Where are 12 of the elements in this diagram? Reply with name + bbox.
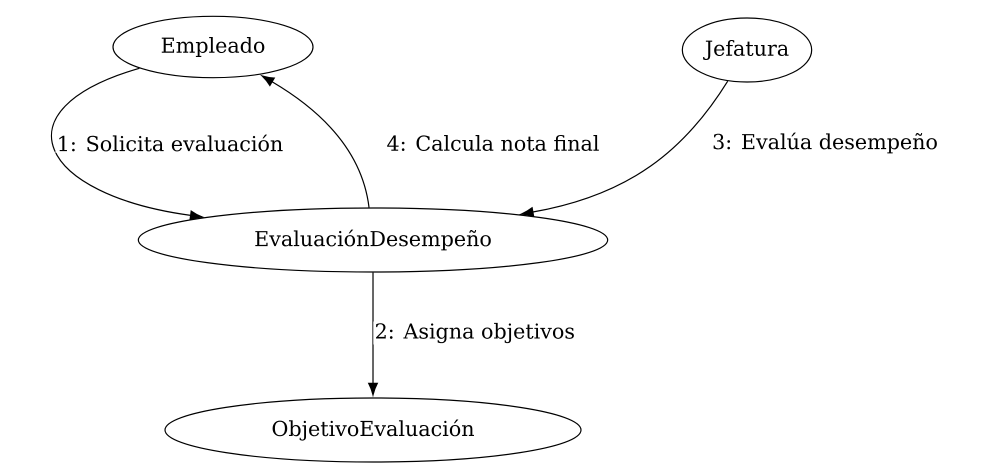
arrow (368, 272, 378, 396)
edge-label: 4: Calcula nota final (385, 134, 601, 152)
edge-label: 3: Evalúa desempeño (710, 131, 940, 155)
arrow (520, 80, 728, 217)
ellipse-node: ObjetivoEvaluación (164, 397, 582, 463)
arrow (262, 75, 370, 208)
ellipse-node: Jefatura (682, 17, 812, 83)
edge-label: 2: Asigna objetivos (373, 322, 576, 344)
ellipse-node: EvaluaciónDesempeño (138, 207, 608, 273)
ellipse-node: Empleado (112, 16, 314, 78)
edge-label: 1: Solicita evaluación (55, 133, 285, 153)
arrow (51, 68, 203, 220)
